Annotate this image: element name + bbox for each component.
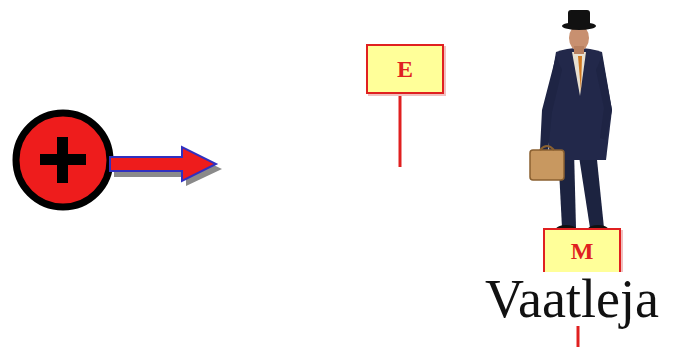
velocity-arrow (110, 147, 222, 186)
observer-figure (530, 10, 612, 233)
positive-charge (16, 113, 110, 207)
sign-post (399, 92, 402, 167)
sign-letter: E (397, 57, 413, 81)
sign-board: E (366, 44, 444, 94)
observer-label: Vaatleja (484, 272, 660, 326)
sign-board: M (543, 228, 621, 274)
sign-letter: M (571, 239, 594, 263)
